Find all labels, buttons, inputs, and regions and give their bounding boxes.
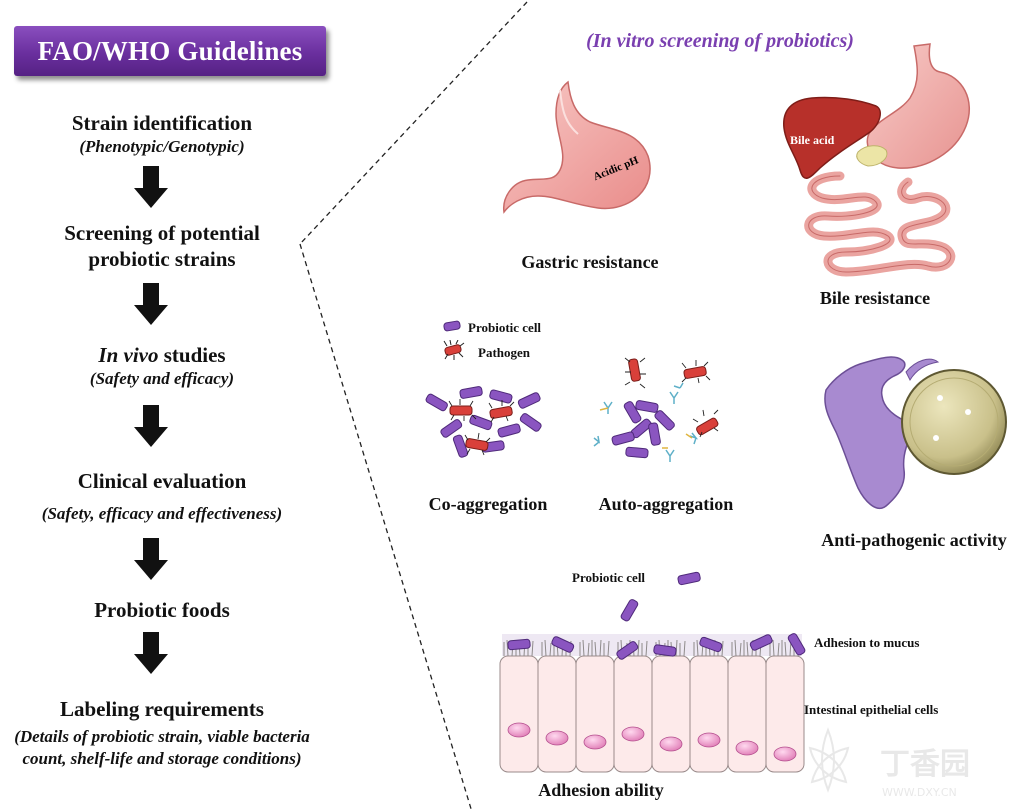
co-aggregation-cluster — [425, 386, 542, 458]
down-arrow-icon — [134, 166, 168, 208]
down-arrow-icon — [134, 405, 168, 447]
step-subtitle-line2: count, shelf-life and storage conditions… — [22, 749, 302, 768]
adhesion-probiotic-label: Probiotic cell — [572, 570, 646, 585]
probiotic-cell-icon — [443, 320, 461, 332]
watermark-logo: 丁香园 WWW.DXY.CN — [808, 727, 970, 799]
digestive-system-icon: Bile acid — [783, 43, 971, 277]
adhesion-mucus-label: Adhesion to mucus — [814, 635, 920, 650]
in-vitro-title: (In vitro screening of probiotics) — [586, 30, 854, 52]
watermark-url: WWW.DXY.CN — [882, 786, 957, 799]
epithelium-diagram — [499, 571, 806, 773]
down-arrow-icon — [134, 632, 168, 674]
step-title: Probiotic foods — [94, 598, 230, 622]
step-title: Clinical evaluation — [77, 469, 247, 493]
adhesion-ability-caption: Adhesion ability — [538, 780, 664, 800]
legend-pathogen-label: Pathogen — [478, 345, 530, 360]
step-title-line2: probiotic strains — [88, 247, 236, 271]
step-subtitle: (Safety, efficacy and effectiveness) — [41, 504, 283, 523]
petri-dish-hand-icon — [824, 356, 1007, 509]
stomach-icon: Acidic pH — [503, 80, 651, 214]
anti-pathogenic-caption: Anti-pathogenic activity — [821, 530, 1007, 550]
down-arrow-icon — [134, 538, 168, 580]
step-subtitle: (Phenotypic/Genotypic) — [79, 137, 245, 156]
step-subtitle: (Details of probiotic strain, viable bac… — [14, 727, 310, 746]
step-in-vivo: In vivo studies (Safety and efficacy) — [2, 342, 322, 390]
step-title-rest: studies — [158, 343, 226, 367]
bile-acid-label: Bile acid — [790, 133, 835, 147]
down-arrow-icon — [134, 283, 168, 325]
bile-resistance-caption: Bile resistance — [819, 288, 931, 308]
gastric-resistance-caption: Gastric resistance — [521, 252, 659, 272]
guidelines-title: FAO/WHO Guidelines — [37, 35, 303, 66]
epithelial-cells-label: Intestinal epithelial cells — [804, 702, 939, 717]
auto-aggregation-cluster — [593, 357, 719, 462]
legend-probiotic-label: Probiotic cell — [468, 320, 542, 335]
step-clinical-evaluation: Clinical evaluation (Safety, efficacy an… — [2, 468, 322, 525]
step-labeling: Labeling requirements (Details of probio… — [2, 696, 322, 770]
step-probiotic-foods: Probiotic foods — [2, 597, 322, 623]
step-screening: Screening of potential probiotic strains — [2, 220, 322, 272]
step-strain-identification: Strain identification (Phenotypic/Genoty… — [2, 110, 322, 158]
watermark-name: 丁香园 — [880, 747, 970, 782]
pathogen-icon — [443, 340, 465, 360]
auto-aggregation-caption: Auto-aggregation — [598, 494, 734, 514]
step-subtitle: (Safety and efficacy) — [89, 369, 235, 388]
guidelines-title-box: FAO/WHO Guidelines — [14, 26, 326, 76]
step-title: Strain identification — [71, 111, 253, 135]
step-title: Screening of potential — [64, 221, 260, 245]
step-title-italic: In vivo — [98, 343, 159, 367]
co-aggregation-caption: Co-aggregation — [428, 494, 548, 514]
step-title: Labeling requirements — [60, 697, 264, 721]
